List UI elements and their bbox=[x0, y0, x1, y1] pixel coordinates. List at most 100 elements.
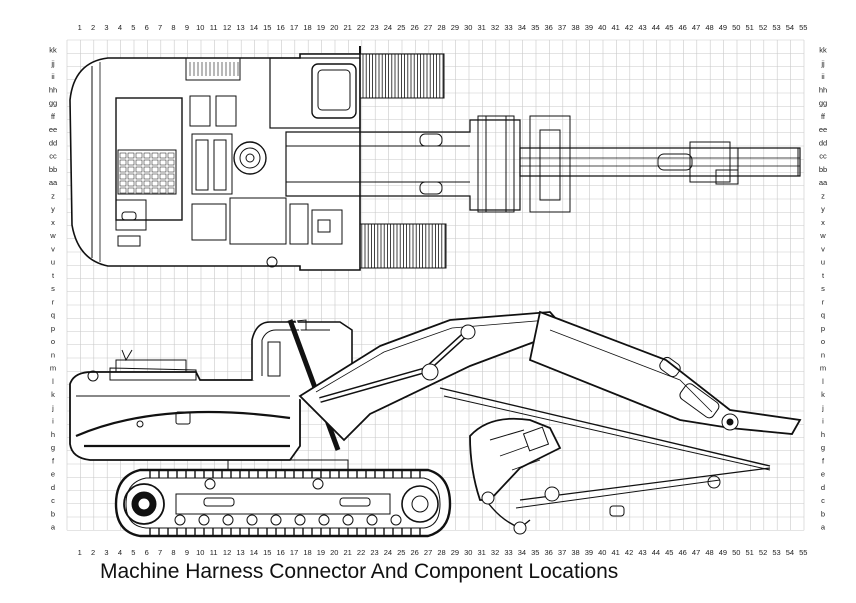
column-label-bottom: 53 bbox=[772, 548, 780, 557]
row-label-left: z bbox=[51, 191, 55, 200]
row-label-right: f bbox=[822, 456, 825, 465]
diagram-caption: Machine Harness Connector And Component … bbox=[100, 560, 619, 583]
column-label-bottom: 22 bbox=[357, 548, 365, 557]
column-label-top: 34 bbox=[518, 23, 526, 32]
column-label-bottom: 30 bbox=[464, 548, 472, 557]
column-label-bottom: 24 bbox=[384, 548, 392, 557]
track-roller bbox=[198, 514, 210, 526]
column-label-bottom: 38 bbox=[571, 548, 579, 557]
grill-cell bbox=[159, 166, 167, 173]
row-label-left: r bbox=[52, 297, 55, 306]
track-roller bbox=[246, 514, 258, 526]
column-label-bottom: 45 bbox=[665, 548, 673, 557]
column-label-bottom: 27 bbox=[424, 548, 432, 557]
column-label-top: 36 bbox=[545, 23, 553, 32]
grill-cell bbox=[151, 173, 159, 180]
grill-cell bbox=[167, 166, 175, 173]
row-label-right: z bbox=[821, 191, 825, 200]
row-label-left: kk bbox=[49, 46, 57, 55]
row-label-left: d bbox=[51, 483, 55, 492]
row-label-left: ee bbox=[49, 125, 57, 134]
row-label-right: p bbox=[821, 324, 825, 333]
column-label-top: 28 bbox=[437, 23, 445, 32]
column-label-top: 54 bbox=[786, 23, 794, 32]
column-label-top: 18 bbox=[303, 23, 311, 32]
row-label-left: g bbox=[51, 443, 55, 452]
row-label-right: e bbox=[821, 470, 825, 479]
grill-cell bbox=[151, 159, 159, 166]
grill-cell bbox=[167, 187, 175, 194]
row-label-right: l bbox=[822, 377, 824, 386]
row-label-right: y bbox=[821, 205, 825, 214]
column-label-bottom: 6 bbox=[145, 548, 149, 557]
column-label-top: 44 bbox=[652, 23, 660, 32]
column-label-bottom: 28 bbox=[437, 548, 445, 557]
row-label-left: u bbox=[51, 258, 55, 267]
row-label-left: aa bbox=[49, 178, 58, 187]
row-label-right: x bbox=[821, 218, 825, 227]
column-label-top: 45 bbox=[665, 23, 673, 32]
column-label-top: 39 bbox=[585, 23, 593, 32]
column-label-top: 13 bbox=[236, 23, 244, 32]
row-label-left: v bbox=[51, 244, 55, 253]
column-label-bottom: 40 bbox=[598, 548, 606, 557]
column-label-bottom: 10 bbox=[196, 548, 204, 557]
column-label-top: 24 bbox=[384, 23, 392, 32]
column-label-bottom: 12 bbox=[223, 548, 231, 557]
column-label-bottom: 51 bbox=[746, 548, 754, 557]
column-label-top: 19 bbox=[317, 23, 325, 32]
column-label-top: 35 bbox=[531, 23, 539, 32]
track-roller bbox=[174, 514, 186, 526]
row-label-right: i bbox=[822, 417, 824, 426]
track-roller bbox=[270, 514, 282, 526]
grill-cell bbox=[119, 173, 127, 180]
column-label-bottom: 41 bbox=[612, 548, 620, 557]
column-label-bottom: 3 bbox=[104, 548, 108, 557]
column-label-top: 5 bbox=[131, 23, 135, 32]
row-label-left: p bbox=[51, 324, 55, 333]
grill-cell bbox=[143, 187, 151, 194]
row-labels-right: kkjjiihhggffeeddccbbaazyxwvutsrqponmlkji… bbox=[819, 46, 828, 532]
row-label-left: hh bbox=[49, 85, 57, 94]
column-label-top: 29 bbox=[451, 23, 459, 32]
grill-cell bbox=[159, 159, 167, 166]
column-label-bottom: 14 bbox=[250, 548, 258, 557]
row-label-right: bb bbox=[819, 165, 827, 174]
row-label-left: ii bbox=[51, 72, 55, 81]
column-label-bottom: 13 bbox=[236, 548, 244, 557]
grill-cell bbox=[127, 152, 135, 159]
row-label-right: w bbox=[819, 231, 826, 240]
grill-cell bbox=[159, 173, 167, 180]
track-roller bbox=[366, 514, 378, 526]
track-roller bbox=[294, 514, 306, 526]
column-label-bottom: 1 bbox=[78, 548, 82, 557]
column-label-top: 48 bbox=[705, 23, 713, 32]
row-label-right: d bbox=[821, 483, 825, 492]
column-label-bottom: 43 bbox=[638, 548, 646, 557]
column-label-bottom: 18 bbox=[303, 548, 311, 557]
grill-cell bbox=[151, 180, 159, 187]
column-label-top: 12 bbox=[223, 23, 231, 32]
column-label-bottom: 33 bbox=[504, 548, 512, 557]
row-label-right: o bbox=[821, 337, 825, 346]
row-label-right: cc bbox=[819, 152, 827, 161]
row-label-left: k bbox=[51, 390, 55, 399]
column-label-bottom: 4 bbox=[118, 548, 122, 557]
column-label-top: 38 bbox=[571, 23, 579, 32]
row-label-right: m bbox=[820, 364, 826, 373]
column-label-bottom: 11 bbox=[210, 548, 218, 557]
column-label-bottom: 31 bbox=[478, 548, 486, 557]
column-label-top: 40 bbox=[598, 23, 606, 32]
column-label-top: 51 bbox=[746, 23, 754, 32]
row-label-left: j bbox=[51, 403, 54, 412]
grill-cell bbox=[167, 159, 175, 166]
excavator-top-view bbox=[69, 46, 801, 271]
row-label-left: a bbox=[51, 523, 56, 532]
row-label-right: t bbox=[822, 271, 825, 280]
column-label-bottom: 17 bbox=[290, 548, 298, 557]
row-label-left: s bbox=[51, 284, 55, 293]
column-label-bottom: 15 bbox=[263, 548, 271, 557]
excavator-side-view bbox=[69, 310, 802, 538]
column-label-bottom: 16 bbox=[277, 548, 285, 557]
column-label-top: 20 bbox=[330, 23, 338, 32]
